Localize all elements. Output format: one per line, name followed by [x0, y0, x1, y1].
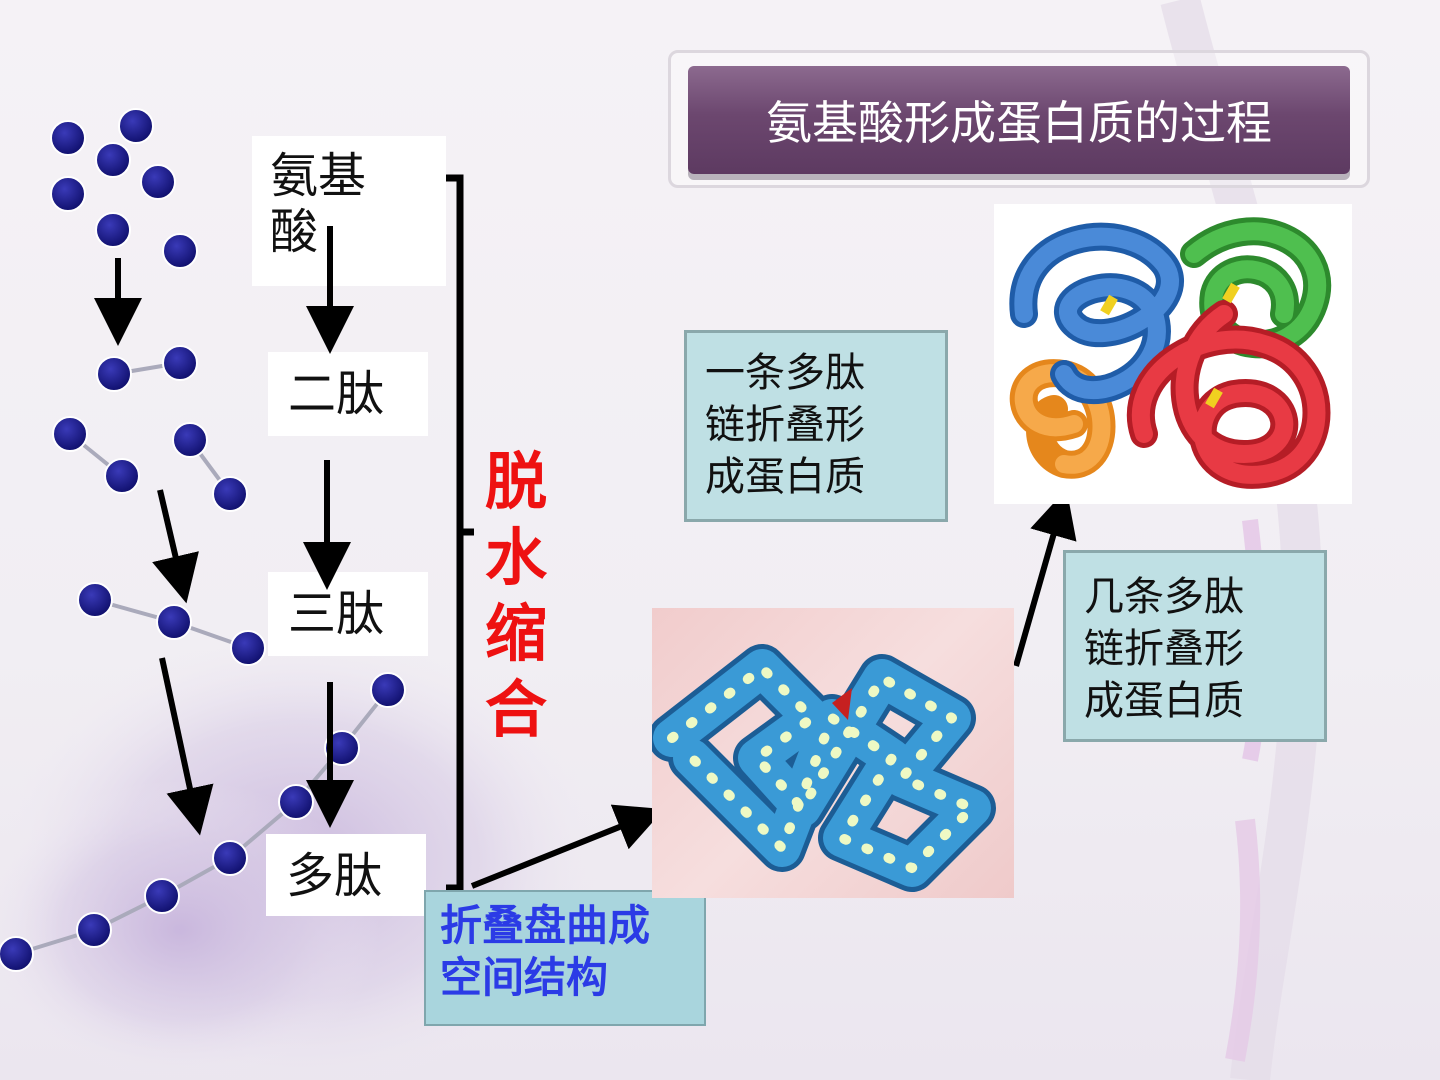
- amino-acid-bead-icon: [95, 212, 131, 248]
- down-arrow-icon: [159, 657, 214, 836]
- folded-chain-image: [652, 608, 1014, 898]
- bracket-icon: [446, 174, 474, 892]
- amino-acid-bead-icon: [140, 164, 176, 200]
- multi-chain-note: 几条多肽链折叠形成蛋白质: [1063, 550, 1327, 742]
- stage-polypeptide-label: 多肽: [266, 834, 426, 916]
- amino-acid-bead-icon: [95, 142, 131, 178]
- quaternary-protein-image: [994, 204, 1352, 504]
- amino-acid-bead-icon: [118, 108, 154, 144]
- amino-acid-bead-illustration: [0, 108, 406, 972]
- amino-acid-bead-icon: [50, 176, 86, 212]
- stage-dipeptide-label: 二肽: [268, 352, 428, 436]
- fold-arrow-icon: [470, 804, 665, 889]
- up-arrow-icon: [1013, 488, 1077, 667]
- polypeptide-beads: [0, 672, 406, 972]
- single-chain-note: 一条多肽链折叠形成蛋白质: [684, 330, 948, 522]
- tripeptide-beads: [77, 582, 266, 666]
- fold-label: 折叠盘曲成空间结构: [424, 890, 706, 1026]
- amino-acid-bead-icon: [162, 233, 198, 269]
- dipeptide-beads: [52, 345, 248, 512]
- down-arrow-icon: [152, 489, 199, 604]
- amino-acid-bead-icon: [50, 120, 86, 156]
- process-label-dehydration: 脱水缩合: [484, 445, 547, 746]
- page-title: 氨基酸形成蛋白质的过程: [688, 66, 1350, 174]
- free-amino-acids: [50, 108, 198, 269]
- stage-amino-acid-label: 氨基酸: [252, 136, 446, 286]
